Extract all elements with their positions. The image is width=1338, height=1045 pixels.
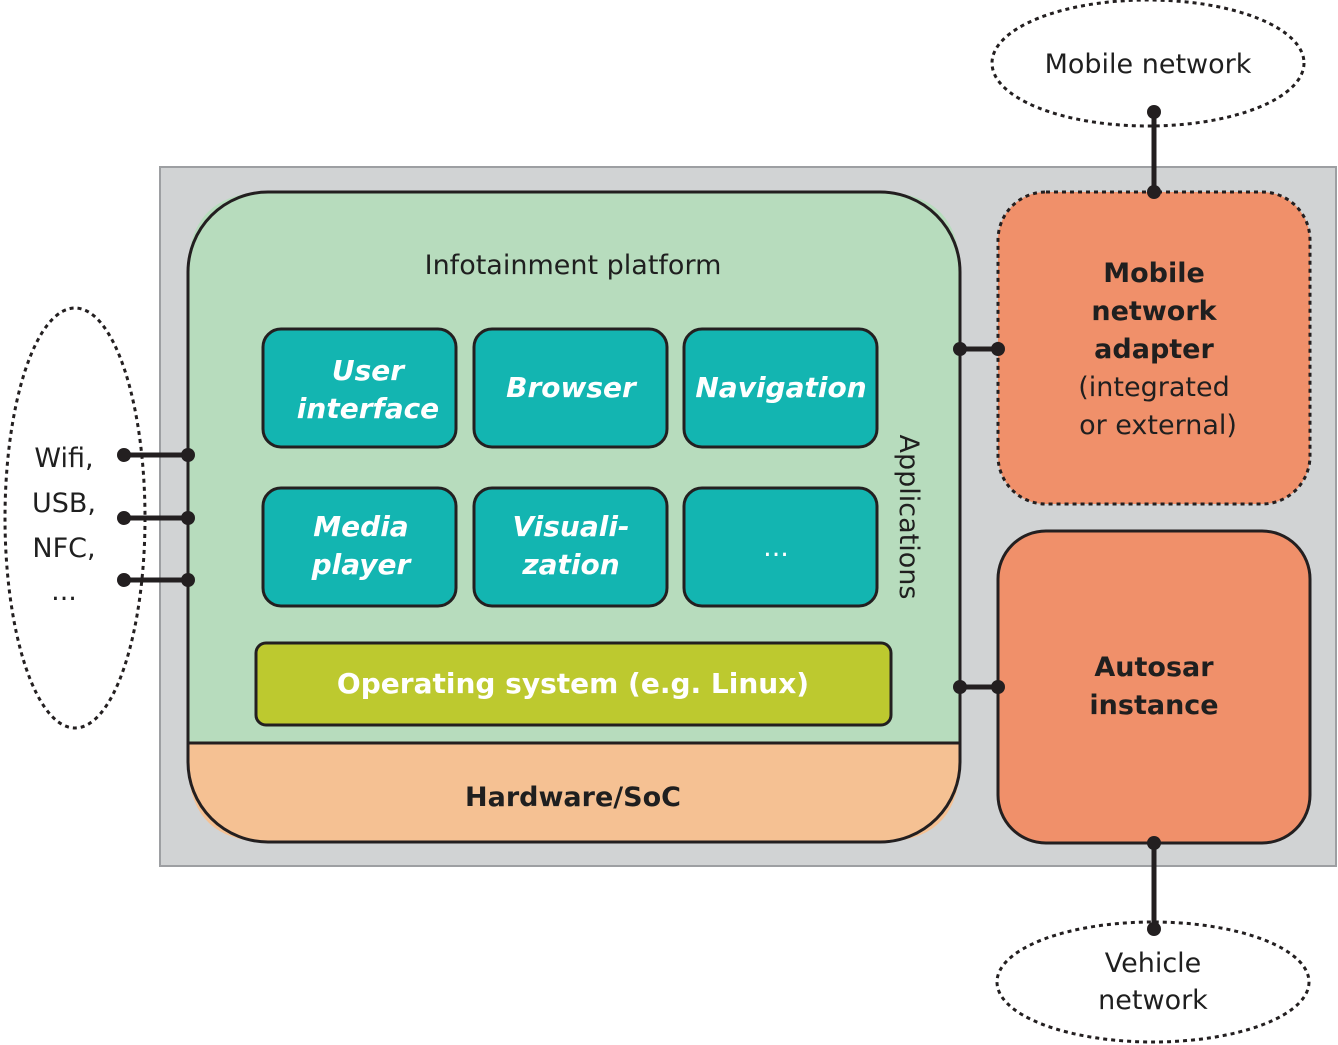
autosar-line1: Autosar [1094, 652, 1214, 683]
vehicle-network-label-line1: Vehicle [1105, 948, 1202, 979]
app-user-interface-line2: interface [297, 392, 439, 425]
app-box-media-player [261, 486, 458, 608]
hardware-soc-label: Hardware/SoC [465, 782, 681, 813]
app-media-player-line1: Media [313, 510, 408, 543]
app-more-label: ... [763, 532, 789, 563]
app-media-player-line2: player [311, 548, 413, 581]
interface-more: ... [51, 576, 77, 607]
interface-wifi: Wifi, [34, 443, 93, 474]
platform-title: Infotainment platform [425, 250, 722, 281]
vehicle-network-ellipse [995, 920, 1311, 1044]
app-box-more [682, 486, 879, 608]
mobile-adapter-line1: Mobile [1103, 258, 1205, 289]
mobile-adapter-line2: network [1091, 296, 1217, 327]
interface-usb: USB, [32, 488, 96, 519]
app-navigation-label: Navigation [695, 371, 866, 404]
mobile-adapter-line3: adapter [1094, 334, 1214, 365]
operating-system-label: Operating system (e.g. Linux) [337, 667, 809, 700]
app-browser-label: Browser [506, 371, 638, 404]
connector-interface-1 [117, 448, 195, 462]
autosar-instance-box [996, 529, 1312, 845]
app-visualization-line2: zation [521, 548, 619, 581]
connector-mobile-network [1147, 105, 1161, 199]
connector-vehicle-network [1147, 836, 1161, 936]
mobile-network-label: Mobile network [1045, 49, 1252, 80]
operating-system-bar [254, 641, 893, 727]
connector-platform-mobile-adapter [953, 342, 1005, 356]
connector-interface-3 [117, 573, 195, 587]
mobile-adapter-line5: or external) [1079, 410, 1237, 441]
hardware-soc-region [188, 743, 960, 842]
app-box-user-interface [261, 327, 458, 449]
vehicle-network-label-line2: network [1098, 985, 1208, 1016]
connector-interface-2 [117, 511, 195, 525]
app-user-interface-line1: User [332, 354, 406, 387]
autosar-line2: instance [1089, 690, 1218, 721]
app-visualization-line1: Visuali- [512, 510, 629, 543]
mobile-adapter-line4: (integrated [1078, 372, 1229, 403]
connector-platform-autosar [953, 680, 1005, 694]
mobile-network-ellipse [990, 0, 1306, 128]
app-box-visualization [472, 486, 669, 608]
app-box-navigation [682, 327, 879, 449]
interface-nfc: NFC, [32, 533, 95, 564]
app-box-browser [472, 327, 669, 449]
applications-label: Applications [893, 435, 924, 600]
